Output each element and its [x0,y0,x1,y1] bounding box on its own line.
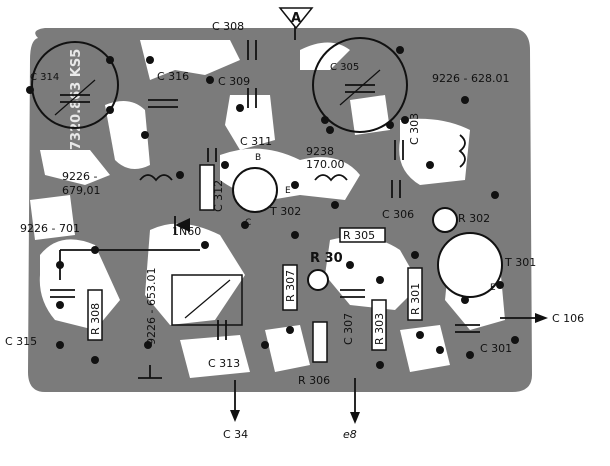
label-r307: R 307 [284,270,297,302]
label-diode-1n60: 1N60 [172,225,201,238]
r302-body [432,207,458,233]
label-coil-9238: 9238 [306,145,334,158]
board-text: 7320.863 KS5 [69,49,84,150]
label-r302: R 302 [458,212,490,225]
label-c307: C 307 [342,313,355,345]
label-c305: C 305 [330,62,359,73]
r30-trimmer [307,269,329,291]
t302-body [232,167,278,213]
label-coil-679-a: 9226 - [62,170,97,183]
label-c313: C 313 [208,357,240,370]
terminal-c106: C 106 [552,312,584,325]
c314-body [31,41,119,129]
label-r306: R 306 [298,374,330,387]
capacitor-symbols [50,40,480,340]
leads [59,18,548,424]
label-c303: C 303 [408,113,421,145]
label-coil-628: 9226 - 628.01 [432,72,509,85]
label-c315: C 315 [5,335,37,348]
label-c311: C 311 [240,135,272,148]
terminal-c34: C 34 [223,428,248,441]
label-c316: C 316 [157,70,189,83]
diode-symbol [174,216,190,234]
label-t301: T 301 [504,256,536,269]
coil-symbols [139,134,466,326]
label-c308: C 308 [212,20,244,33]
label-c309: C 309 [218,75,250,88]
label-pin-b: B [255,153,261,163]
label-pin-e: E [285,186,291,196]
label-c306: C 306 [382,208,414,221]
terminal-e8: e8 [343,428,357,441]
trimmer-symbols [54,69,381,116]
label-pin-e2: E [490,283,496,293]
c303-body [312,37,408,133]
label-r30: R 30 [310,251,343,266]
label-c312: C 312 [212,180,225,212]
solder-pads [26,46,519,369]
label-coil-701: 9226 - 701 [20,222,80,235]
label-coil-653: 9226 - 653.01 [145,268,158,345]
label-c314: C 314 [30,72,59,83]
label-r305: R 305 [343,229,375,242]
t301-body [437,232,503,298]
label-pin-c: C [245,218,251,228]
label-t302: T 302 [269,205,301,218]
marker-a-triangle [278,7,314,30]
marker-a-label: A [291,11,301,26]
label-coil-9238-val: 170.00 [306,158,345,171]
label-r303: R 303 [373,313,386,345]
resistor-bodies [87,164,423,363]
label-coil-679-b: 679,01 [62,184,101,197]
label-c301: C 301 [480,342,512,355]
label-r301: R 301 [409,283,422,315]
label-r308: R 308 [89,303,102,335]
